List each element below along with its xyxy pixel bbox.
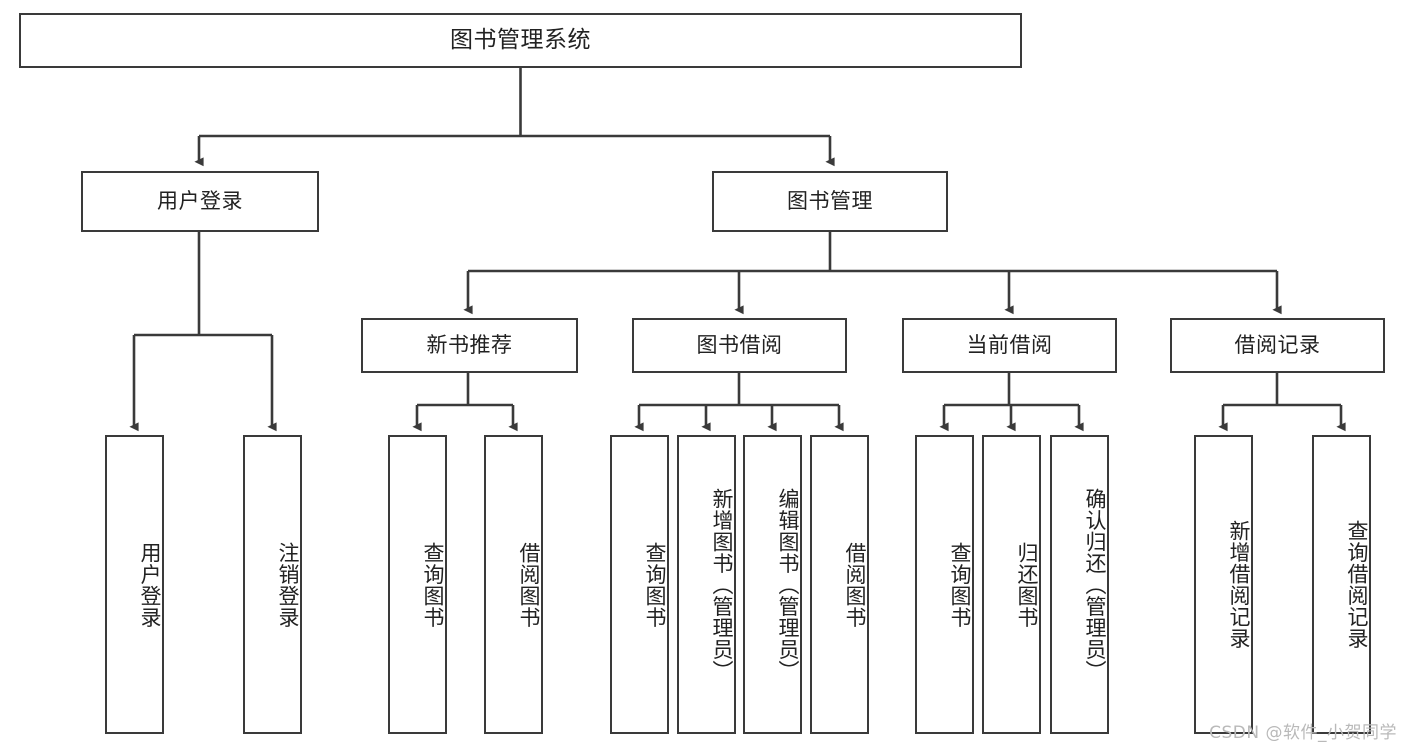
node-leaf-add-borrow-record[interactable]: 新增借阅记录: [1194, 435, 1253, 734]
node-leaf-query-borrow-record[interactable]: 查询借阅记录: [1312, 435, 1371, 734]
node-book-borrow[interactable]: 图书借阅: [632, 318, 847, 373]
node-root-system[interactable]: 图书管理系统: [19, 13, 1022, 68]
node-label: 注销登录: [276, 541, 300, 628]
node-label: 图书管理系统: [450, 26, 591, 53]
node-leaf-confirm-return-admin[interactable]: 确认归还（管理员）: [1050, 435, 1109, 734]
node-book-management[interactable]: 图书管理: [712, 171, 948, 232]
node-label: 当前借阅: [966, 332, 1053, 357]
node-leaf-query-book-borrow[interactable]: 查询图书: [610, 435, 669, 734]
node-label: 查询图书: [643, 541, 667, 628]
node-label: 用户登录: [157, 188, 243, 213]
node-label: 借阅记录: [1234, 332, 1321, 357]
csdn-watermark: CSDN @软件_小贺同学: [1209, 723, 1397, 743]
node-label: 新增借阅记录: [1227, 520, 1251, 649]
node-borrow-record[interactable]: 借阅记录: [1170, 318, 1385, 373]
node-label: 用户登录: [138, 541, 162, 628]
node-leaf-logout[interactable]: 注销登录: [243, 435, 302, 734]
node-user-login[interactable]: 用户登录: [81, 171, 319, 232]
node-leaf-borrow-book-recommend[interactable]: 借阅图书: [484, 435, 543, 734]
node-label: 新书推荐: [426, 332, 513, 357]
node-leaf-edit-book-admin[interactable]: 编辑图书（管理员）: [743, 435, 802, 734]
node-label: 确认归还（管理员）: [1083, 487, 1107, 682]
node-label: 归还图书: [1015, 541, 1039, 628]
node-label: 图书管理: [787, 188, 873, 213]
node-label: 图书借阅: [696, 332, 783, 357]
node-leaf-return-book[interactable]: 归还图书: [982, 435, 1041, 734]
node-label: 借阅图书: [843, 541, 867, 628]
node-leaf-add-book-admin[interactable]: 新增图书（管理员）: [677, 435, 736, 734]
node-leaf-user-login[interactable]: 用户登录: [105, 435, 164, 734]
node-label: 编辑图书（管理员）: [776, 487, 800, 682]
node-label: 借阅图书: [517, 541, 541, 628]
node-current-borrow[interactable]: 当前借阅: [902, 318, 1117, 373]
node-label: 查询借阅记录: [1345, 520, 1369, 649]
node-label: 查询图书: [421, 541, 445, 628]
node-new-book-recommend[interactable]: 新书推荐: [361, 318, 578, 373]
node-leaf-query-book-current[interactable]: 查询图书: [915, 435, 974, 734]
node-leaf-borrow-book[interactable]: 借阅图书: [810, 435, 869, 734]
node-label: 查询图书: [948, 541, 972, 628]
node-label: 新增图书（管理员）: [710, 487, 734, 682]
node-leaf-query-book-recommend[interactable]: 查询图书: [388, 435, 447, 734]
